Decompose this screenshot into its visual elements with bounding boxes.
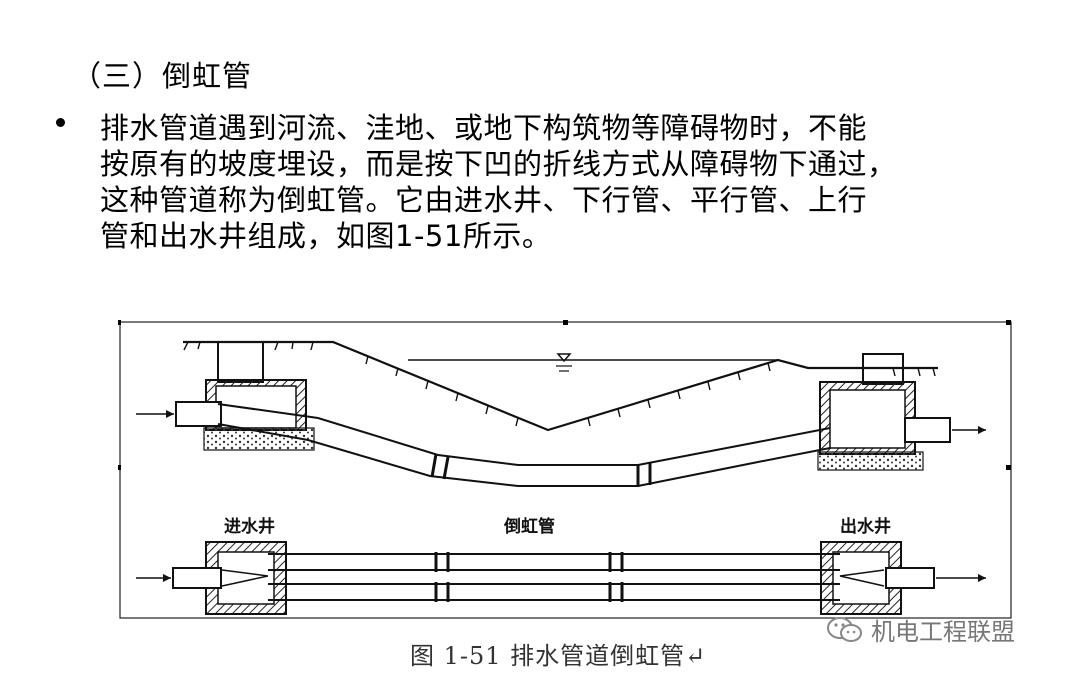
label-inlet-well: 进水井 <box>224 516 275 537</box>
bullet-dot <box>56 118 65 127</box>
paragraph-line: 按原有的坡度埋设，而是按下凹的折线方式从障碍物下通过， <box>100 147 897 181</box>
paragraph-line: 管和出水井组成，如图1-51所示。 <box>100 219 552 253</box>
figure-caption: 图 1-51 排水管道倒虹管↵ <box>410 642 707 670</box>
siphon-pipe-lower <box>217 423 831 487</box>
wechat-icon <box>827 616 862 642</box>
label-outlet-well: 出水井 <box>840 516 891 537</box>
watermark-text: 机电工程联盟 <box>871 618 1015 646</box>
paragraph-line: 排水管道遇到河流、洼地、或地下构筑物等障碍物时，不能 <box>100 111 868 145</box>
paragraph-line: 这种管道称为倒虹管。它由进水井、下行管、平行管、上行 <box>100 183 868 217</box>
siphon-pipe-upper <box>217 403 831 466</box>
body-paragraph: 排水管道遇到河流、洼地、或地下构筑物等障碍物时，不能 按原有的坡度埋设，而是按下… <box>100 110 1060 254</box>
inverted-siphon-figure: 进水井 倒虹管 出水井 <box>116 320 1013 620</box>
siphon-diagram: 进水井 倒虹管 出水井 <box>116 320 1012 619</box>
water-level-icon <box>556 353 572 363</box>
watermark: 机电工程联盟 <box>825 612 1015 647</box>
elevation-view <box>136 340 986 487</box>
plan-view: 进水井 倒虹管 出水井 <box>136 516 986 615</box>
label-siphon: 倒虹管 <box>503 516 555 537</box>
page-heading: （三）倒虹管 <box>72 59 253 93</box>
